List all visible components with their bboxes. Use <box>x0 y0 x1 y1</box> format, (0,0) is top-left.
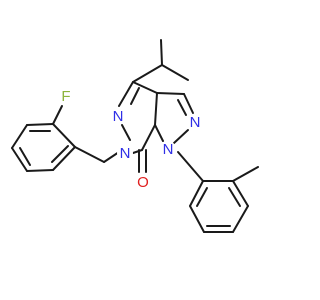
bond <box>183 93 194 114</box>
bond <box>132 149 143 154</box>
bond <box>132 81 158 94</box>
atom-label-f: F <box>61 88 70 105</box>
bond <box>52 105 63 125</box>
bond <box>177 151 204 182</box>
bond <box>177 99 187 116</box>
atom-labels: F N N N N O <box>58 88 203 191</box>
bond <box>189 205 205 233</box>
bond <box>118 81 134 107</box>
atom-nitrogen-amide: N <box>117 145 133 162</box>
structure-canvas: F N N N N O <box>11 39 259 233</box>
bond <box>52 146 76 171</box>
atom-fluorine: F <box>58 88 74 105</box>
atom-label-n: N <box>113 108 124 125</box>
bond <box>74 146 105 163</box>
bond <box>154 92 158 126</box>
bond <box>19 147 31 166</box>
bond <box>161 64 189 81</box>
bond <box>160 39 163 66</box>
atom-label-o: O <box>137 174 149 191</box>
molecule-diagram: F N N N N O <box>11 39 259 233</box>
bond <box>51 145 69 163</box>
bond <box>11 124 28 149</box>
bond <box>189 180 204 207</box>
bond <box>52 123 76 148</box>
bond <box>232 205 249 233</box>
atom-label-n: N <box>163 141 174 158</box>
atom-nitrogen-pyrazole-2: N <box>187 114 203 131</box>
bond <box>232 166 259 182</box>
atom-label-n: N <box>190 114 201 131</box>
bond <box>26 169 54 172</box>
atom-oxygen: O <box>135 174 151 191</box>
bond <box>11 147 28 172</box>
bond <box>173 129 189 144</box>
bond <box>121 124 131 141</box>
atom-nitrogen-pyrazole-1: N <box>160 141 176 158</box>
bond <box>232 180 249 207</box>
bond <box>228 187 241 207</box>
atom-nitrogen-pyridazine: N <box>110 108 126 125</box>
bond <box>132 64 163 83</box>
bond <box>130 87 140 105</box>
bond <box>156 92 185 95</box>
bond <box>196 187 208 207</box>
bond <box>154 124 164 142</box>
bond <box>26 123 54 126</box>
atom-label-n: N <box>120 145 131 162</box>
bond <box>141 124 156 151</box>
bonds <box>11 39 259 233</box>
